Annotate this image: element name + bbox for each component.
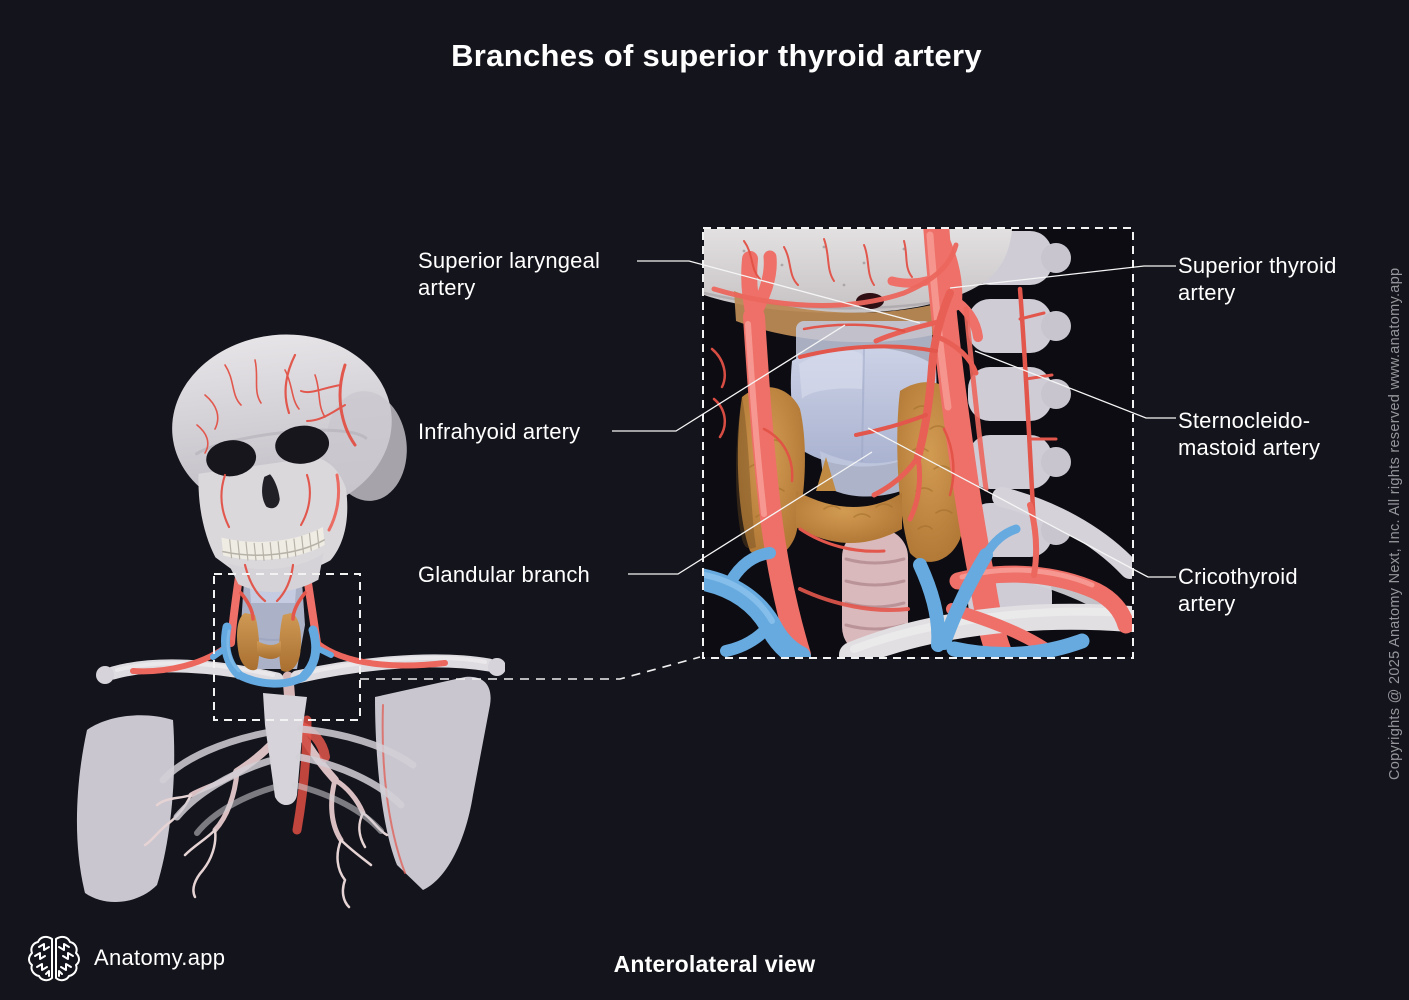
label-line: Cricothyroid xyxy=(1178,564,1298,589)
label-line: Sternocleido- xyxy=(1178,408,1311,433)
label-glandular-branch: Glandular branch xyxy=(418,561,590,588)
sternum-ribs xyxy=(159,693,417,836)
anatomy-thumbnail xyxy=(76,334,505,909)
label-line: artery xyxy=(418,275,476,300)
label-line: mastoid artery xyxy=(1178,435,1321,460)
brand-logo: Anatomy.app xyxy=(28,934,225,982)
scapulae xyxy=(76,676,491,903)
label-superior-thyroid-artery: Superior thyroid artery xyxy=(1178,252,1337,306)
skull xyxy=(172,334,407,592)
label-cricothyroid-artery: Cricothyroid artery xyxy=(1178,563,1298,617)
label-infrahyoid-artery: Infrahyoid artery xyxy=(418,418,580,445)
label-line: Infrahyoid artery xyxy=(418,419,581,444)
label-line: Superior laryngeal xyxy=(418,248,601,273)
zoom-inset-panel xyxy=(704,229,1132,657)
inset-illustration xyxy=(704,229,1132,657)
brain-icon xyxy=(28,934,80,982)
copyright-notice: Copyrights @ 2025 Anatomy Next, Inc. All… xyxy=(1387,267,1403,781)
brand-name: Anatomy.app xyxy=(94,945,226,970)
view-caption: Anterolateral view xyxy=(613,951,816,977)
label-line: Glandular branch xyxy=(418,562,590,587)
label-sternocleidomastoid-artery: Sternocleido- mastoid artery xyxy=(1178,407,1320,461)
label-line: artery xyxy=(1178,280,1236,305)
page-title: Branches of superior thyroid artery xyxy=(451,38,982,73)
label-line: artery xyxy=(1178,591,1236,616)
label-line: Superior thyroid xyxy=(1178,253,1337,278)
label-superior-laryngeal-artery: Superior laryngeal artery xyxy=(418,247,600,301)
